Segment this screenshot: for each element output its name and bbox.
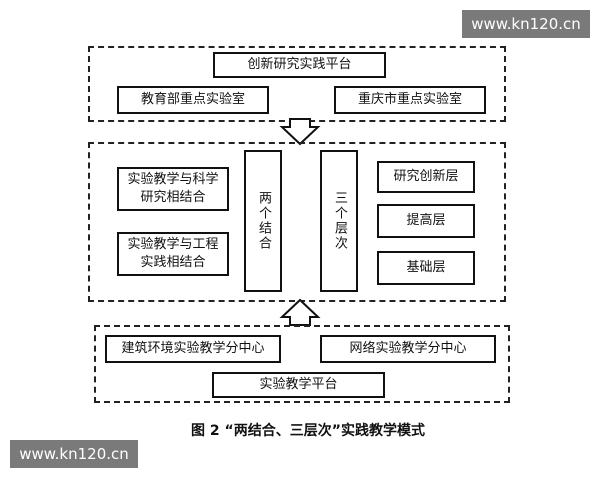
watermark-bottom: www.kn120.cn — [10, 440, 138, 468]
innovation-platform-title: 创新研究实践平台 — [213, 52, 386, 78]
basic-level: 基础层 — [377, 251, 475, 285]
teaching-platform-group — [94, 325, 510, 403]
chongqing-key-lab: 重庆市重点实验室 — [334, 86, 486, 114]
building-environment-center: 建筑环境实验教学分中心 — [105, 335, 281, 363]
teaching-research-combination: 实验教学与科学研究相结合 — [117, 167, 229, 211]
teaching-platform-title: 实验教学平台 — [212, 372, 385, 398]
two-combinations-label: 两个结合 — [244, 150, 282, 292]
teaching-engineering-combination: 实验教学与工程实践相结合 — [117, 232, 229, 276]
watermark-top: www.kn120.cn — [462, 10, 590, 38]
arrow-down-icon — [279, 118, 321, 146]
three-levels-label: 三个层次 — [320, 150, 358, 292]
improvement-level: 提高层 — [377, 204, 475, 238]
research-innovation-level: 研究创新层 — [377, 161, 475, 193]
figure-caption: 图 2 “两结合、三层次”实践教学模式 — [191, 423, 425, 439]
teaching-model-group — [88, 142, 506, 302]
network-experiment-center: 网络实验教学分中心 — [320, 335, 496, 363]
moe-key-lab: 教育部重点实验室 — [117, 86, 269, 114]
arrow-up-icon — [279, 298, 321, 326]
